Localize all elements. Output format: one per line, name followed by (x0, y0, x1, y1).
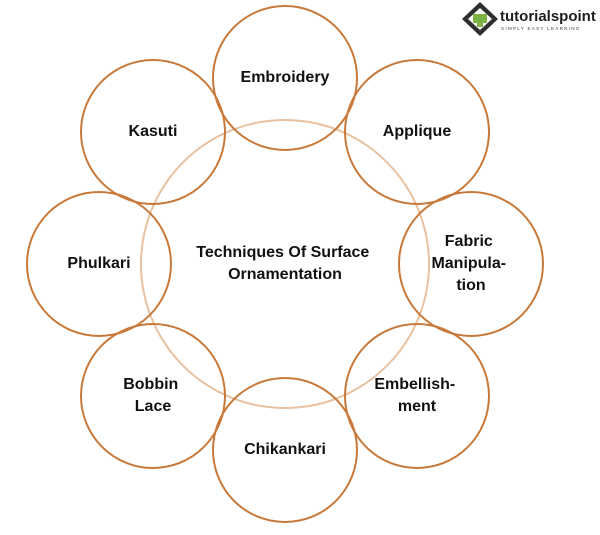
node-circle (344, 323, 490, 469)
node-fabric-manipulation: Fabric Manipula- tion (398, 191, 544, 337)
center-label: Techniques Of Surface Ornamentation (196, 244, 374, 283)
logo-name: tutorialspoint (500, 8, 596, 25)
logo-tagline: SIMPLY EASY LEARNING (501, 26, 581, 31)
node-circle (344, 59, 490, 205)
node-label: Applique (383, 123, 452, 140)
node-label: Chikankari (244, 441, 326, 458)
node-bobbin-lace: Bobbin Lace (80, 323, 226, 469)
node-label: Bobbin Lace (123, 376, 183, 415)
node-label: Fabric Manipula- tion (431, 233, 510, 294)
tutorialspoint-logo: tutorialspoint SIMPLY EASY LEARNING (462, 2, 596, 36)
node-circle (80, 59, 226, 205)
node-label: Phulkari (67, 255, 130, 272)
node-circle (80, 323, 226, 469)
node-applique: Applique (344, 59, 490, 205)
node-label: Kasuti (129, 123, 178, 140)
node-label: Embroidery (241, 69, 330, 86)
tutorialspoint-logo-icon (462, 2, 498, 36)
node-embroidery: Embroidery (212, 5, 358, 151)
node-phulkari: Phulkari (26, 191, 172, 337)
center-circle (140, 119, 430, 409)
node-embellishment: Embellish- ment (344, 323, 490, 469)
node-circle (212, 377, 358, 523)
node-circle (26, 191, 172, 337)
node-circle (398, 191, 544, 337)
node-label: Embellish- ment (374, 376, 459, 415)
node-kasuti: Kasuti (80, 59, 226, 205)
node-circle (212, 5, 358, 151)
node-chikankari: Chikankari (212, 377, 358, 523)
